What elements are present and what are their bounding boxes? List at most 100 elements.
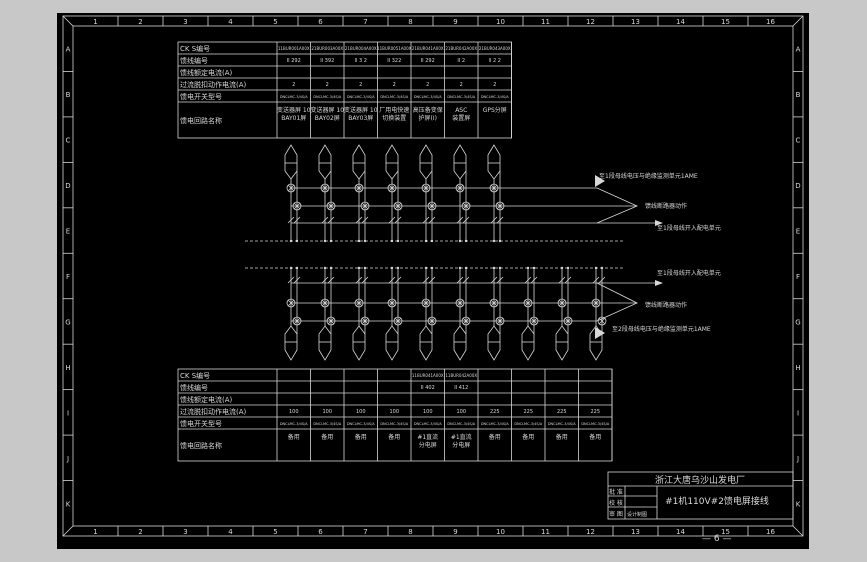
bottom-feeder-contact (394, 276, 402, 284)
top-feeder-bus-node (329, 239, 333, 243)
bottom-feeder-terminal (487, 325, 501, 361)
top-circuit-cell: 装置屏 (452, 114, 470, 122)
frame-row-label: B (796, 91, 801, 99)
bottom-feeder-terminal (284, 325, 298, 361)
title-review: 审 图 (609, 510, 623, 518)
bottom-feeder-terminal (453, 325, 467, 361)
frame-col-label: 8 (408, 528, 412, 536)
bottom-model-cell: DNCLMC-3/4S/A (414, 422, 442, 426)
bottom-circuit-cell: #1直流 (417, 433, 438, 441)
frame-row-label: E (796, 228, 800, 236)
top-feeder-bus-node (363, 239, 367, 243)
title-block (607, 471, 794, 520)
bottom-circuit-cell: #1直流 (451, 433, 472, 441)
top-feeder-terminal (352, 144, 366, 180)
bottom-model-cell: DNCLMC-3/4S/A (447, 422, 475, 426)
frame-col-label: 5 (273, 528, 277, 536)
bottom-feeder-bus-node (566, 266, 570, 270)
frame-col-label: 1 (93, 18, 97, 26)
bottom-row-label: 过流脱扣动作电流(A) (180, 407, 247, 416)
bottom-circuit-cell: 备用 (589, 433, 601, 441)
bottom-circuit-cell: 分电屏 (452, 441, 470, 449)
frame-row-label: J (796, 455, 799, 463)
frame-col-label: 15 (721, 528, 730, 536)
bottom-model-cell: DNCLMC-3/4S/A (380, 422, 408, 426)
bottom-model-cell: DNCLMC-3/4S/A (313, 422, 341, 426)
bottom-feeder-contact (456, 276, 464, 284)
frame-row-label: A (66, 46, 71, 54)
top-circuit-cell: ASC (455, 107, 467, 114)
bottom-feeder-bus-node (458, 266, 462, 270)
frame-col-label: 9 (453, 18, 457, 26)
top-feeder-bus-node (430, 239, 434, 243)
bottom-trip-cell: 100 (423, 409, 433, 415)
frame-col-label: 12 (586, 18, 595, 26)
bottom-feeder-contact (361, 276, 369, 284)
top-feeder-contact (321, 216, 329, 224)
frame-col-label: 4 (228, 18, 233, 26)
top-feeder-cell: II 3 2 (355, 58, 368, 64)
bottom-feeder-contact (388, 276, 396, 284)
bottom-feeder-contact (524, 276, 532, 284)
bottom-feeder-bus-node (396, 266, 400, 270)
top-feeder-cell: II 2 2 (489, 58, 502, 64)
top-feeder-contact (490, 216, 498, 224)
top-model-cell: DNCLMC-3/4S/A (313, 95, 341, 99)
top-circuit-cell: 变送器屏 10 (344, 106, 378, 114)
bottom-feeder-bus-node (329, 266, 333, 270)
bottom-circuit-cell: 分电屏 (419, 441, 437, 449)
bottom-circuit-cell: 备用 (388, 433, 400, 441)
top-feeder-contact (428, 216, 436, 224)
top-ck-cell: 21BUR042A00X (445, 46, 477, 51)
bottom-feeder-cell: II 412 (454, 385, 468, 391)
top-trip-cell: 2 (426, 82, 429, 88)
bottom-feeder-terminal (352, 325, 366, 361)
bottom-trip-cell: 100 (389, 409, 399, 415)
top-feeder-bus-node (458, 239, 462, 243)
frame-col-label: 3 (183, 18, 187, 26)
top-circuit-cell: 切换装置 (382, 114, 406, 122)
bottom-model-cell: DNCLMC-3/4S/A (548, 422, 576, 426)
bottom-feeder-terminal (521, 325, 535, 361)
top-ck-cell: 21BUR043A00X (479, 46, 511, 51)
top-circuit-cell: 变送器屏 10 (310, 106, 344, 114)
bottom-feeder-bus-node (363, 266, 367, 270)
bottom-model-cell: DNCLMC-3/4S/A (347, 422, 375, 426)
top-model-cell: DNCLMC-3/4S/A (380, 95, 408, 99)
frame-col-label: 11 (541, 528, 550, 536)
bottom-feeder-terminal (385, 325, 399, 361)
bottom-trip-cell: 100 (289, 409, 299, 415)
top-feeder-bus-node (492, 239, 496, 243)
frame-row-label: I (67, 409, 69, 417)
bottom-feeder-contact (287, 276, 295, 284)
bottom-row-label: 馈线编号 (180, 383, 208, 392)
frame-col-label: 14 (676, 18, 685, 26)
frame-col-label: 16 (766, 528, 775, 536)
frame-col-label: 2 (138, 528, 142, 536)
frame-col-label: 9 (453, 528, 457, 536)
top-feeder-cell: II 292 (287, 58, 301, 64)
top-trip-cell: 2 (359, 82, 362, 88)
bottom-feeder-bus-node (498, 266, 502, 270)
frame-col-label: 1 (93, 528, 97, 536)
top-feeder-bus-node (357, 239, 361, 243)
top-feeder-bus-node (295, 239, 299, 243)
title-drawing-name: #1机110V#2馈电屏接线 (665, 495, 769, 507)
bottom-feeder-bus-node (532, 266, 536, 270)
bottom-trip-cell: 225 (523, 409, 533, 415)
top-feeder-contact (287, 216, 295, 224)
bottom-feeder-bus-node (560, 266, 564, 270)
bottom-feeder-contact (564, 276, 572, 284)
frame-row-label: J (66, 455, 69, 463)
frame-col-label: 15 (721, 18, 730, 26)
top-feeder-bus-node (464, 239, 468, 243)
top-circuit-cell: 高压备变保 (413, 106, 443, 114)
title-check: 校 核 (609, 499, 623, 507)
title-company: 浙江大唐乌沙山发电厂 (655, 474, 745, 486)
top-circuit-cell: BAY01屏 (281, 115, 306, 122)
top-ck-cell: 21BUR004A00X (345, 46, 377, 51)
top-feeder-terminal (487, 144, 501, 180)
bottom-circuit-cell: 备用 (522, 433, 534, 441)
bottom-circuit-cell: 备用 (321, 433, 333, 441)
bottom-trip-cell: 100 (456, 409, 466, 415)
